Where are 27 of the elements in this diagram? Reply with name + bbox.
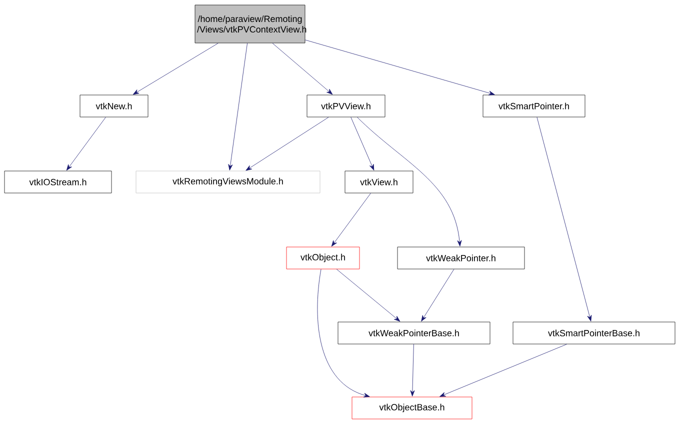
arrow xyxy=(228,43,248,170)
arrow xyxy=(331,193,371,247)
arrow xyxy=(246,117,329,171)
file-box: vtkWeakPointer.h xyxy=(397,246,525,270)
arrow xyxy=(305,40,495,96)
arrow xyxy=(410,344,415,396)
arrow xyxy=(336,269,400,322)
file-box: vtkSmartPointerBase.h xyxy=(512,322,676,344)
arrow xyxy=(357,117,462,246)
file-box: vtkSmartPointer.h xyxy=(482,94,586,118)
file-box: vtkIOStream.h xyxy=(4,170,112,194)
file-box: /home/paraview/Remoting /Views/vtkPVContextView.h xyxy=(194,4,306,44)
file-box: vtkView.h xyxy=(344,170,414,194)
arrow xyxy=(440,344,568,397)
arrow xyxy=(536,117,592,322)
arrow xyxy=(421,269,454,322)
file-box: vtkObjectBase.h xyxy=(352,396,472,420)
file-box: vtkObject.h xyxy=(286,246,360,270)
arrow xyxy=(272,43,333,95)
file-box: vtkWeakPointerBase.h xyxy=(338,322,490,344)
file-box: vtkRemotingViewsModule.h xyxy=(136,170,320,194)
file-box: vtkNew.h xyxy=(80,94,148,118)
arrow xyxy=(66,117,106,171)
file-box: vtkPVView.h xyxy=(306,94,386,118)
arrow xyxy=(350,117,374,170)
arrow xyxy=(317,269,370,398)
arrow xyxy=(132,43,218,95)
